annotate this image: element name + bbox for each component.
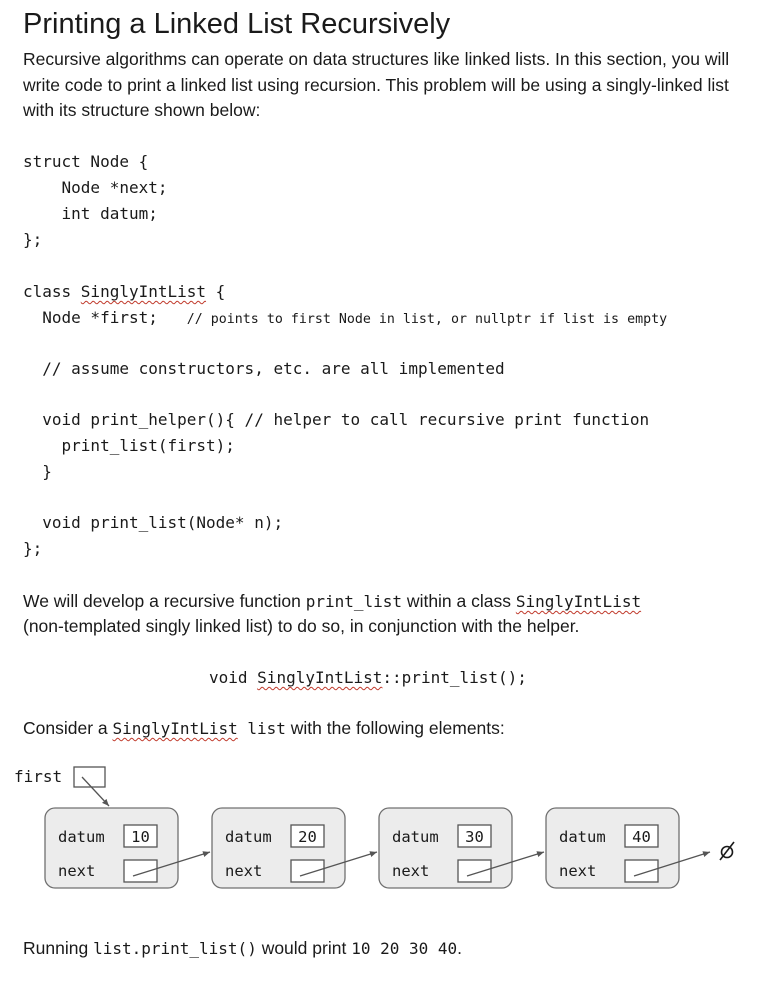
code-text: void <box>209 668 258 687</box>
datum-value-box <box>457 824 492 848</box>
next-label: next <box>225 862 262 880</box>
code-line: }; <box>23 539 43 558</box>
inline-code: list <box>237 719 286 738</box>
datum-value-box <box>290 824 325 848</box>
datum-label: datum <box>225 828 272 846</box>
text: Running <box>23 938 94 958</box>
next-label: next <box>58 862 95 880</box>
consider-paragraph: Consider a SinglyIntList list with the f… <box>23 716 505 741</box>
next-label: next <box>392 862 429 880</box>
code-text: Node *first; <box>23 308 187 327</box>
list-node: datum 30 next <box>378 807 545 889</box>
datum-label: datum <box>58 828 105 846</box>
null-symbol-icon <box>719 841 735 861</box>
code-line: class SinglyIntList { <box>23 282 225 302</box>
first-label: first <box>14 767 62 786</box>
next-pointer-arrow <box>633 851 711 877</box>
footer-paragraph: Running list.print_list() would print 10… <box>23 936 462 961</box>
datum-value: 10 <box>131 828 150 846</box>
code-class-name: SinglyIntList <box>257 668 383 687</box>
next-pointer-box <box>624 859 659 883</box>
inline-code: SinglyIntList <box>515 592 642 611</box>
code-line: print_list(first); <box>23 436 235 455</box>
next-pointer-arrow <box>132 851 211 877</box>
text: with the following elements: <box>285 718 505 738</box>
inline-code: 10 20 30 40 <box>351 939 458 958</box>
inline-code: list.print_list() <box>93 939 257 958</box>
next-pointer-box <box>457 859 492 883</box>
next-pointer-box <box>290 859 325 883</box>
code-line: // assume constructors, etc. are all imp… <box>23 359 505 378</box>
code-text: ::print_list(); <box>382 668 527 687</box>
list-node: datum 10 next <box>44 807 211 889</box>
datum-value: 20 <box>298 828 317 846</box>
first-pointer-box <box>73 766 106 788</box>
code-line: } <box>23 462 52 481</box>
code-line: void print_helper(){ // helper to call r… <box>23 410 650 429</box>
code-line: void print_list(Node* n); <box>23 513 284 532</box>
inline-code: SinglyIntList <box>112 719 238 738</box>
datum-value-box <box>624 824 659 848</box>
list-node: datum 20 next <box>211 807 378 889</box>
next-pointer-arrow <box>466 851 545 877</box>
text: We will develop a recursive function <box>23 591 306 611</box>
nodes-layer: datum 10 next datum 20 next datum 30 next datum 40… <box>44 807 711 889</box>
description-paragraph-line2: (non-templated singly linked list) to do… <box>23 616 580 636</box>
next-pointer-box <box>123 859 158 883</box>
code-line: int datum; <box>23 204 158 223</box>
datum-value: 40 <box>632 828 651 846</box>
code-class-name: SinglyIntList <box>80 282 207 301</box>
datum-value-box <box>123 824 158 848</box>
next-label: next <box>559 862 596 880</box>
code-line: }; <box>23 230 43 249</box>
code-line: struct Node { <box>23 152 149 171</box>
next-pointer-arrow <box>299 851 378 877</box>
description-paragraph: We will develop a recursive function pri… <box>23 589 641 614</box>
code-comment: // points to first Node in list, or null… <box>186 312 668 327</box>
code-text: { <box>206 282 226 301</box>
text: within a class <box>402 591 516 611</box>
inline-code: print_list <box>305 592 403 611</box>
code-line: Node *next; <box>23 178 168 197</box>
text: Consider a <box>23 718 113 738</box>
page-title: Printing a Linked List Recursively <box>23 8 451 40</box>
datum-value: 30 <box>465 828 484 846</box>
code-keyword: class <box>23 282 81 301</box>
intro-paragraph: Recursive algorithms can operate on data… <box>23 49 730 120</box>
first-pointer-arrow <box>81 776 110 807</box>
function-signature: void SinglyIntList::print_list(); <box>209 668 527 688</box>
datum-label: datum <box>559 828 606 846</box>
code-line: Node *first; // points to first Node in … <box>23 308 667 330</box>
list-node: datum 40 next <box>545 807 711 889</box>
text: . <box>457 938 463 958</box>
datum-label: datum <box>392 828 439 846</box>
text: would print <box>256 938 352 958</box>
